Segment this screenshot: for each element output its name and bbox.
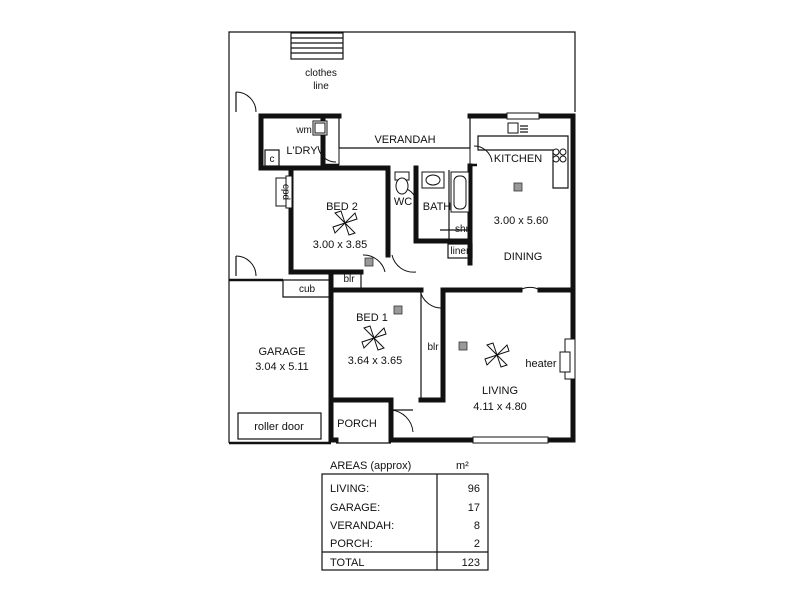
bath-label: BATH (423, 201, 452, 213)
verandah-outline (338, 116, 471, 149)
bed2-size: 3.00 x 3.85 (313, 239, 367, 251)
living-label: LIVING (482, 385, 518, 397)
areas-row-value: 8 (474, 520, 480, 532)
areas-header-unit: m² (456, 460, 469, 472)
areas-row-value: 17 (468, 502, 480, 514)
kitchen-door-swing (473, 145, 493, 163)
roller-door-label: roller door (254, 421, 304, 433)
cupboard-c-label: c (270, 154, 275, 165)
wc-label: WC (394, 196, 412, 208)
bed2-label: BED 2 (326, 201, 358, 213)
kitchen-bench (477, 122, 569, 189)
cub-label: cub (299, 284, 316, 295)
ceiling-fan-icon (361, 325, 387, 351)
bed1-size: 3.64 x 3.65 (348, 355, 402, 367)
steps (290, 32, 344, 60)
areas-total-value: 123 (462, 557, 480, 569)
ceiling-vents (364, 182, 523, 351)
blr-label-top: blr (343, 274, 355, 285)
areas-row-label: PORCH: (330, 538, 373, 550)
areas-total-label: TOTAL (330, 557, 364, 569)
bed1-label: BED 1 (356, 312, 388, 324)
side-gate-swing (235, 91, 257, 113)
areas-row-value: 2 (474, 538, 480, 550)
ceiling-fan-icon (484, 342, 510, 368)
areas-header-label: AREAS (approx) (330, 460, 411, 472)
areas-row-label: LIVING: (330, 483, 369, 495)
areas-row-label: VERANDAH: (330, 520, 394, 532)
cub-box (282, 279, 332, 298)
garage-size: 3.04 x 5.11 (255, 361, 309, 373)
dining-label: DINING (504, 251, 543, 263)
clothes-line-label-2: line (313, 81, 329, 92)
kitchen-label: KITCHEN (494, 153, 542, 165)
porch-door-swing (390, 409, 414, 433)
verandah-label: VERANDAH (374, 134, 435, 146)
garage-side-gate-swing (235, 255, 257, 277)
wm-label: wm (295, 125, 312, 136)
heater-label: heater (525, 358, 557, 370)
areas-row-value: 96 (468, 483, 480, 495)
internal-walls (288, 113, 576, 443)
living-size: 4.11 x 4.80 (473, 401, 527, 413)
areas-row-label: GARAGE: (330, 502, 380, 514)
kitchen-dining-size: 3.00 x 5.60 (494, 215, 548, 227)
ceiling-fan-icon (332, 210, 358, 236)
cpd-label: cpd (280, 184, 291, 200)
heater-icon (559, 351, 571, 373)
clothes-line-label-1: clothes (305, 68, 337, 79)
blr-label-side: blr (427, 342, 439, 353)
laundry-label: L'DRY (286, 145, 318, 157)
garage (229, 278, 331, 445)
bathtub (450, 171, 470, 213)
shr-label: shr (455, 224, 470, 235)
wash-machine (312, 120, 328, 136)
porch-label: PORCH (337, 418, 377, 430)
linen-label: linen (450, 246, 471, 257)
yard-boundary (228, 31, 576, 112)
garage-label: GARAGE (258, 346, 305, 358)
vanity-basin (421, 171, 445, 189)
areas-table: AREAS (approx) m² LIVING: 96 GARAGE: 17 … (321, 460, 489, 571)
toilet (394, 171, 410, 195)
